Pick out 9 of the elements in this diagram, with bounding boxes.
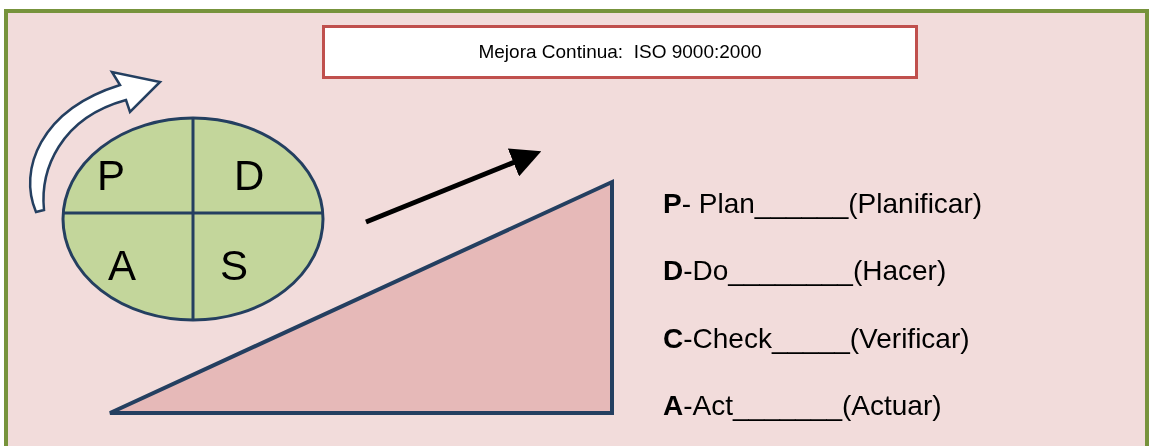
quadrant-letter: A bbox=[108, 245, 136, 287]
title-box: Mejora Continua: ISO 9000:2000 bbox=[322, 25, 918, 79]
legend-text: A-Act_______(Actuar) bbox=[663, 390, 942, 422]
quadrant-letter: S bbox=[220, 245, 248, 287]
quadrant-letter: P bbox=[97, 155, 125, 197]
legend-text: C-Check_____(Verificar) bbox=[663, 323, 970, 355]
legend-text: P- Plan______(Planificar) bbox=[663, 188, 983, 220]
legend-text: D-Do________(Hacer) bbox=[663, 255, 947, 287]
quadrant-letter: D bbox=[234, 155, 265, 197]
